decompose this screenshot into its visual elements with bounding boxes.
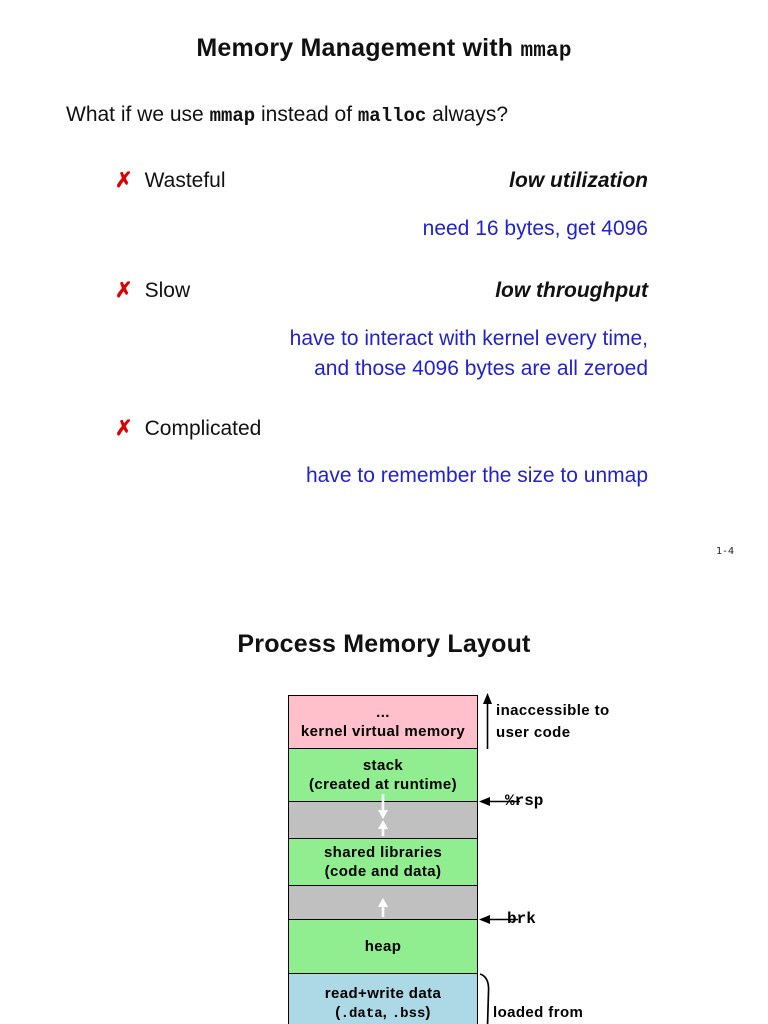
bullet-label: Wasteful [144, 169, 226, 192]
intro-question: What if we use mmap instead of malloc al… [66, 103, 508, 127]
bullet-row-wasteful: ✗ Wasteful low utilization [115, 168, 648, 193]
intro-code-mmap: mmap [209, 105, 256, 127]
code-data-section: .data [340, 1006, 383, 1022]
shared-label: shared libraries [323, 844, 443, 861]
slide1-title-code-mmap: mmap [520, 40, 572, 63]
stack-label: stack [362, 757, 404, 774]
bullet-tagline: low utilization [509, 169, 648, 192]
bullet-row-slow: ✗ Slow low throughput [115, 278, 648, 303]
intro-part2: instead of [255, 103, 358, 126]
brk-label: brk [507, 910, 536, 928]
slide1-title-text: Memory Management with [196, 34, 521, 62]
intro-part3: always? [426, 103, 509, 126]
bullet-left: ✗ Slow [115, 278, 190, 303]
bullet-note: and those 4096 bytes are all zeroed [314, 357, 648, 380]
intro-code-malloc: malloc [357, 105, 427, 127]
loaded-from-label: loaded from [493, 1004, 584, 1021]
inaccessible-up-arrow-icon [483, 693, 492, 749]
cross-icon: ✗ [115, 417, 133, 440]
shared-sublabel: (code and data) [324, 863, 442, 880]
kernel-label: kernel virtual memory [300, 723, 466, 740]
memory-box-shared-libraries: shared libraries (code and data) [288, 838, 478, 886]
bullet-note: have to interact with kernel every time, [289, 327, 648, 350]
inaccessible-annotation: inaccessible to user code [496, 700, 610, 744]
memory-box-rw-data: read+write data (.data, .bss) [288, 973, 478, 1024]
stack-sublabel: (created at runtime) [308, 776, 458, 793]
rsp-register-label: %rsp [505, 792, 544, 810]
heap-label: heap [364, 938, 402, 955]
rwdata-label: read+write data [324, 985, 442, 1002]
bullet-row-complicated: ✗ Complicated [115, 416, 648, 441]
paren-close: ) [425, 1004, 431, 1021]
cross-icon: ✗ [115, 279, 133, 302]
slide1-title: Memory Management with mmap [0, 34, 768, 63]
memory-box-spacer-2 [288, 885, 478, 920]
bullet-left: ✗ Complicated [115, 416, 261, 441]
bullet-label: Complicated [144, 417, 262, 440]
kernel-dots: ... [376, 704, 390, 721]
bullet-left: ✗ Wasteful [115, 168, 226, 193]
separator: , [382, 1004, 392, 1021]
cross-icon: ✗ [115, 169, 133, 192]
bullet-notes: have to interact with kernel every time,… [115, 324, 648, 384]
paren-open: ( [335, 1004, 341, 1021]
inaccessible-line2: user code [496, 724, 571, 741]
rwdata-sublabel: (.data, .bss) [335, 1003, 431, 1024]
bullet-tagline: low throughput [495, 279, 648, 302]
memory-box-kernel: ... kernel virtual memory [288, 695, 478, 749]
intro-part1: What if we use [66, 103, 210, 126]
code-bss-section: .bss [391, 1006, 426, 1022]
memory-box-spacer-1 [288, 801, 478, 839]
memory-box-heap: heap [288, 919, 478, 974]
bullet-note: need 16 bytes, get 4096 [422, 217, 648, 240]
slide2-title: Process Memory Layout [237, 630, 531, 658]
loaded-from-brace-icon [479, 973, 490, 1024]
page-number: 1-4 [716, 546, 735, 557]
bullet-label: Slow [144, 279, 191, 302]
inaccessible-line1: inaccessible to [496, 702, 610, 719]
bullet-note: have to remember the size to unmap [305, 464, 648, 487]
memory-box-stack: stack (created at runtime) [288, 748, 478, 802]
